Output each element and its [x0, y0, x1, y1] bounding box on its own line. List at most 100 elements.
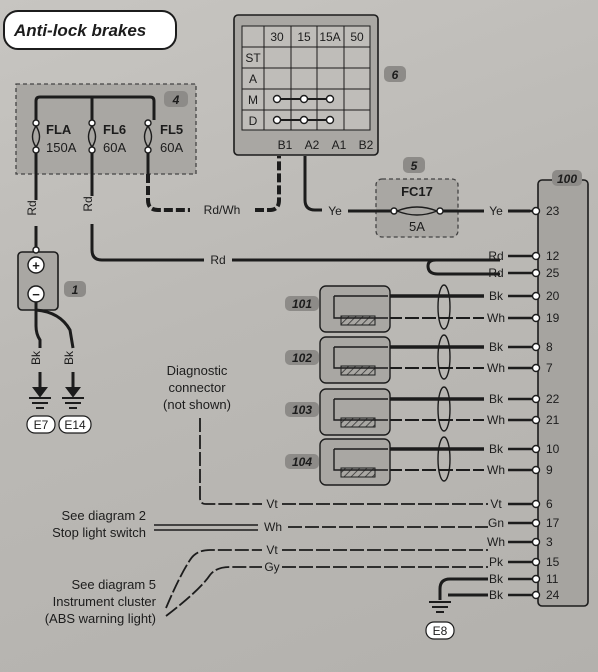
ecu-pin-17-label: 17: [546, 516, 560, 530]
ecu-pin-12-terminal: [531, 251, 541, 261]
ecu-pin-9-label: 9: [546, 463, 553, 477]
fuse-fc17-number: 5: [411, 159, 418, 173]
note-cluster-line2: Instrument cluster: [53, 594, 157, 609]
ecu-pin-22-label: 22: [546, 392, 560, 406]
ecu-pins: 2312Rd25Rd20Bk19Wh8Bk7Wh22Bk21Wh10Bk9Wh6…: [487, 204, 560, 602]
ecu-pin-10-wire-color: Bk: [489, 442, 504, 456]
fuse-fl5-rating: 60A: [160, 140, 183, 155]
ground-e14-label: E14: [64, 418, 86, 432]
fuse-fl6-name: FL6: [103, 122, 126, 137]
ecu-pin-25-terminal: [531, 268, 541, 278]
fuse-box-number: 4: [172, 93, 180, 107]
fuse-fc17-number-badge: [403, 157, 425, 173]
ecu-pin-25-label: 25: [546, 266, 560, 280]
ecu-pin-10-terminal: [531, 444, 541, 454]
fuse-fc17-rating: 5A: [409, 219, 425, 234]
wire-labels: Rd Rd Rd/Wh Rd Ye Ye Bk Bk Vt Wh Vt Gy: [25, 196, 503, 574]
sensor-102-wires: [388, 334, 484, 380]
fuse-fl6-rating: 60A: [103, 140, 126, 155]
ground-e7-symbol: [29, 387, 51, 409]
ecu-pin-11-terminal: [531, 574, 541, 584]
sensor-104-wires: [388, 436, 484, 482]
diagram-title: Anti-lock brakes: [13, 21, 146, 40]
notes: Diagnostic connector (not shown) See dia…: [45, 363, 231, 626]
battery-number-badge: [64, 281, 86, 297]
switch-col-15a: 15A: [319, 30, 340, 44]
ground-e8-label: E8: [433, 624, 448, 638]
battery-minus-label: −: [32, 287, 40, 302]
switch-terminal-a1: A1: [332, 138, 347, 152]
ecu-pin-19-terminal: [531, 313, 541, 323]
ecu-pin-24-terminal: [531, 590, 541, 600]
switch-col-50: 50: [350, 30, 364, 44]
ecu-pin-6-wire-color: Vt: [490, 497, 502, 511]
fuse-busbar: [34, 95, 156, 120]
fuse-fl5-name: FL5: [160, 122, 183, 137]
ecu-pin-8-wire-color: Bk: [489, 340, 504, 354]
ecu-pin-15-wire-color: Pk: [489, 555, 504, 569]
wire-label-fl6-rd: Rd: [81, 196, 95, 211]
wheel-sensor-104: 104: [285, 438, 391, 486]
ecu-pin-19-wire-color: Wh: [487, 311, 505, 325]
wire-label-ye-left: Ye: [328, 204, 342, 218]
wire-label-gy: Gy: [264, 560, 279, 574]
ecu-pin-10-label: 10: [546, 442, 560, 456]
ecu-pin-23-terminal: [531, 206, 541, 216]
fuse-fc17-outline: [375, 178, 459, 238]
ignition-switch-number-badge: [384, 66, 406, 82]
ground-e7-label: E7: [34, 418, 49, 432]
ecu-pin-25-wire-color: Rd: [488, 266, 503, 280]
abs-control-unit: 100: [537, 170, 589, 607]
fuse-fl5-symbol: [143, 119, 153, 174]
ecu-number-badge: [552, 170, 582, 186]
ecu-pin-3-label: 3: [546, 535, 553, 549]
ecu-pin-6-label: 6: [546, 497, 553, 511]
ecu-pin-22-wire-color: Bk: [489, 392, 504, 406]
ecu-number: 100: [557, 172, 577, 186]
ecu-pin-8-terminal: [531, 342, 541, 352]
fuse-fla-symbol: [31, 119, 41, 174]
note-stop-line1: See diagram 2: [61, 508, 146, 523]
wire-label-bk-e7: Bk: [29, 350, 43, 365]
fuse-fc17: 5 FC17 5A: [375, 157, 459, 238]
title-badge: Anti-lock brakes: [3, 10, 177, 50]
note-diagnostic-line1: Diagnostic: [167, 363, 228, 378]
ecu-pin-3-wire-color: Wh: [487, 535, 505, 549]
ecu-pin-11-label: 11: [546, 572, 559, 586]
ground-e8-symbol: [429, 601, 451, 613]
ecu-pin-21-label: 21: [546, 413, 560, 427]
switch-col-15: 15: [297, 30, 311, 44]
ecu-pin-12-wire-color: Rd: [488, 249, 503, 263]
note-cluster-line3: (ABS warning light): [45, 611, 156, 626]
ignition-switch-grid: [241, 25, 371, 131]
switch-terminal-b1: B1: [278, 138, 293, 152]
wire-label-rd-wh: Rd/Wh: [204, 203, 241, 217]
ecu-pin-17-terminal: [531, 518, 541, 528]
ecu-pin-8-label: 8: [546, 340, 553, 354]
sensor-101-wires: [388, 284, 484, 330]
fuse-fla-name: FLA: [46, 122, 72, 137]
ecu-pin-11-wire-color: Bk: [489, 572, 504, 586]
ecu-pin-20-label: 20: [546, 289, 560, 303]
battery: + − 1: [17, 251, 86, 311]
sensor-103-wires: [388, 386, 484, 432]
note-diagnostic-line2: connector: [168, 380, 226, 395]
ecu-pin-15-terminal: [531, 557, 541, 567]
wire-label-bk-e14: Bk: [62, 350, 76, 365]
ecu-pin-20-wire-color: Bk: [489, 289, 504, 303]
ecu-pin-3-terminal: [531, 537, 541, 547]
ground-e14-symbol: [62, 387, 84, 409]
ecu-pin-21-terminal: [531, 415, 541, 425]
wheel-sensor-102: 102: [285, 336, 391, 384]
ecu-pin-7-wire-color: Wh: [487, 361, 505, 375]
ecu-pin-7-label: 7: [546, 361, 553, 375]
fuse-fc17-name: FC17: [401, 184, 433, 199]
note-cluster-line1: See diagram 5: [71, 577, 156, 592]
battery-number: 1: [72, 283, 79, 297]
wire-label-vt-left: Vt: [266, 497, 278, 511]
note-diagnostic-line3: (not shown): [163, 397, 231, 412]
fuse-fla-rating: 150A: [46, 140, 77, 155]
wheel-sensor-103: 103: [285, 388, 391, 436]
